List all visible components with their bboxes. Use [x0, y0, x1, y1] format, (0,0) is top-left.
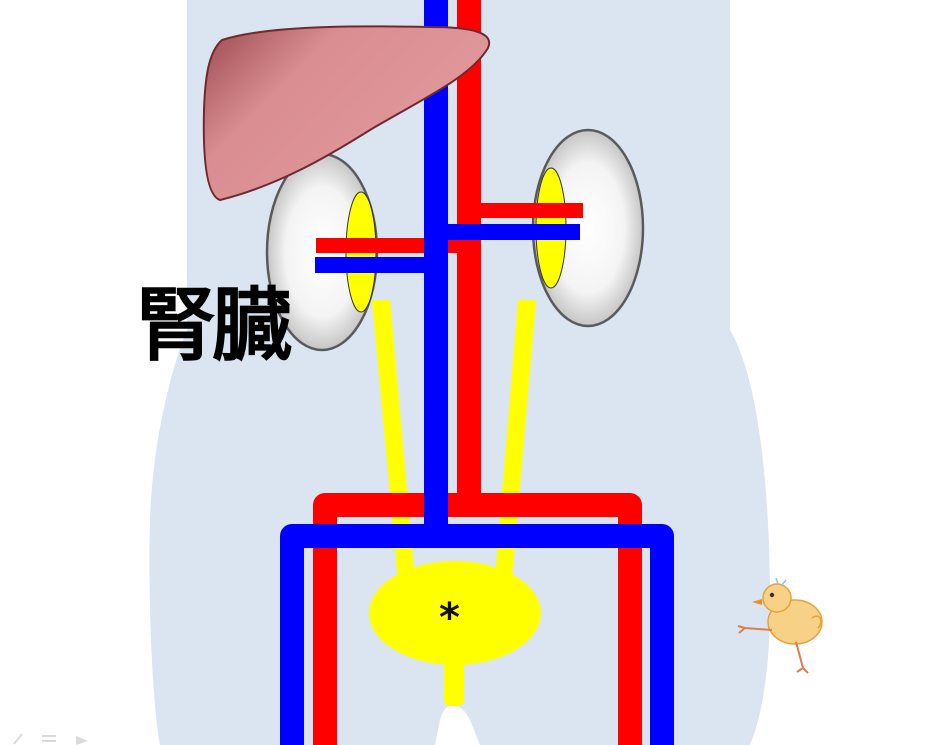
right-renal-artery — [457, 203, 583, 218]
bladder — [369, 561, 541, 665]
left-renal-artery — [316, 238, 476, 253]
liver-illustration — [202, 25, 491, 202]
left-renal-vein — [315, 257, 435, 273]
right-renal-vein — [430, 224, 580, 240]
menu-icon[interactable] — [42, 735, 56, 742]
chick-illustration — [737, 577, 823, 674]
pen-icon[interactable] — [13, 733, 23, 745]
urethra — [444, 650, 464, 706]
bladder-marker: * — [439, 595, 460, 641]
next-arrow-icon[interactable] — [76, 736, 88, 745]
iliac-vein — [280, 524, 674, 745]
slide-controls[interactable] — [13, 733, 88, 745]
aorta — [457, 0, 481, 515]
iliac-artery — [313, 493, 642, 745]
kidney-label: 腎臓 — [136, 279, 292, 372]
